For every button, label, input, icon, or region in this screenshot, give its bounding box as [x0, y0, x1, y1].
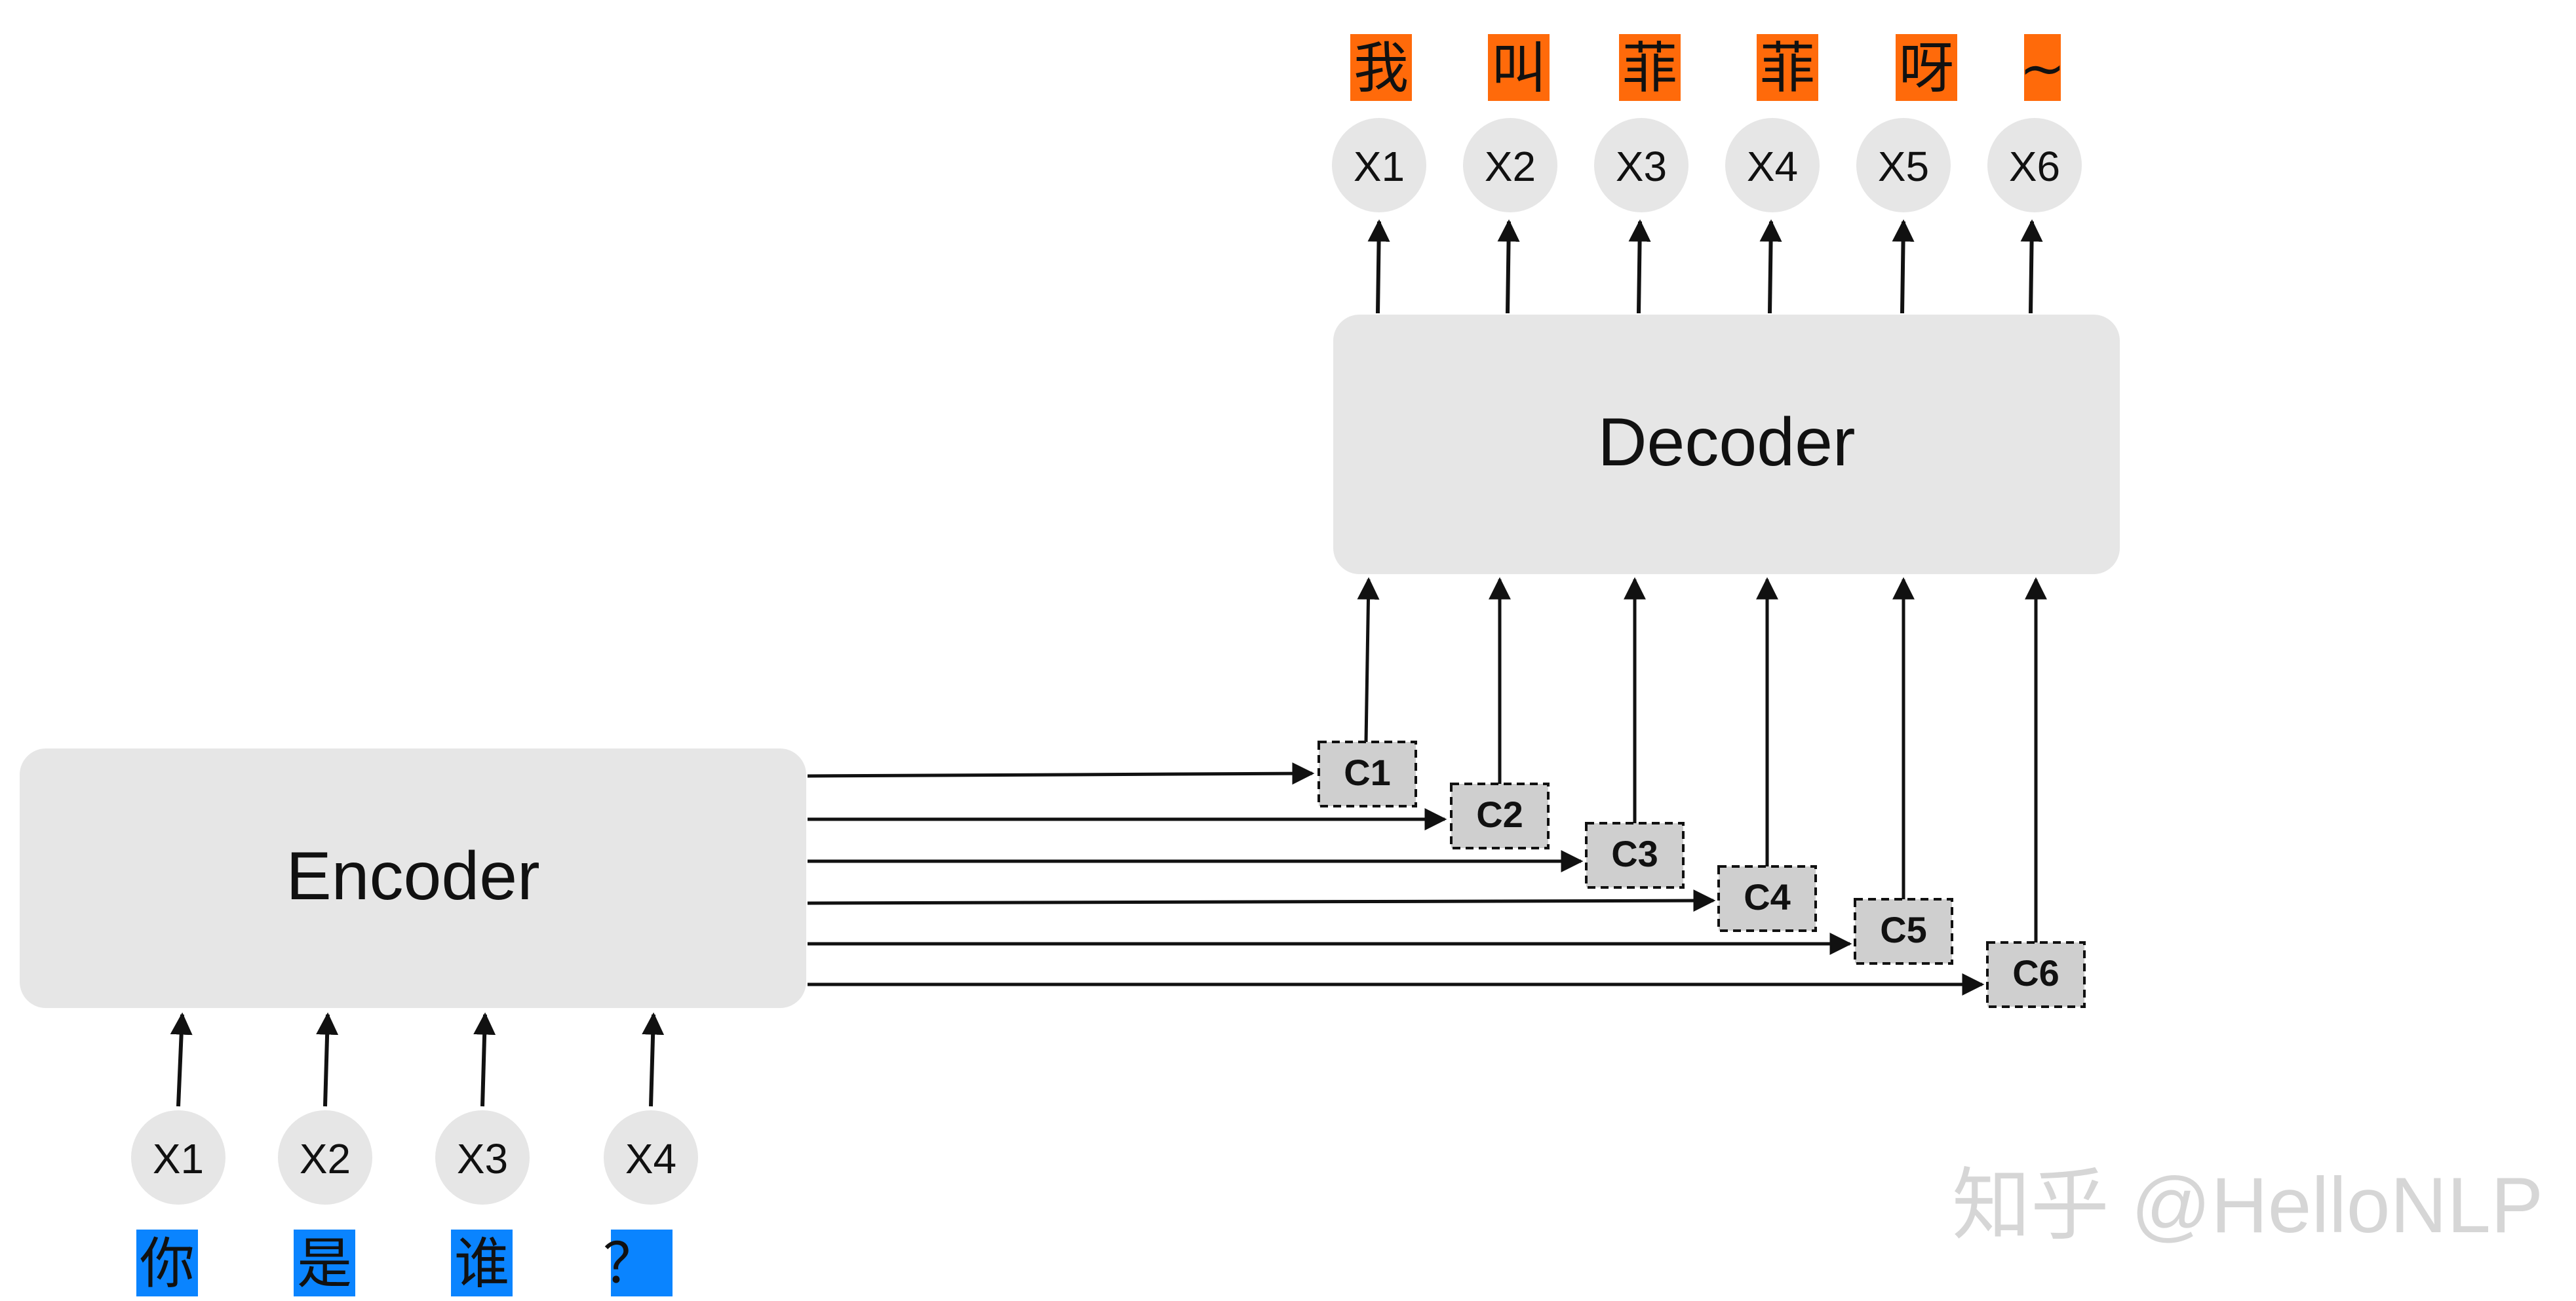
context-label: C1 [1344, 752, 1391, 793]
context-label: C4 [1744, 876, 1791, 918]
context-box-c3 [1585, 822, 1685, 889]
encoder-input-arrow [316, 1012, 339, 1107]
decoder-output-arrow [1892, 219, 1915, 314]
decoder-output-arrow [2020, 219, 2043, 314]
input-token-highlight [294, 1230, 355, 1296]
output-node-label: X5 [1878, 143, 1929, 190]
context-box-c5 [1854, 898, 1953, 965]
context-label: C5 [1880, 909, 1927, 950]
watermark: 知乎 @HelloNLP [1952, 1161, 2543, 1249]
context-arrow [807, 889, 1716, 912]
input-node-label: X1 [153, 1135, 204, 1182]
output-token: 呀 [1899, 36, 1954, 100]
output-node-circle [1987, 118, 2082, 212]
encoder-to-context-arrows [807, 762, 1985, 996]
output-node-label: X4 [1747, 143, 1798, 190]
encoder-input-nodes: X1 X2 X3 X4 [131, 1110, 698, 1205]
output-node-circle [1594, 118, 1688, 212]
output-token: 菲 [1622, 36, 1677, 100]
output-node-label: X6 [2009, 143, 2060, 190]
output-token: 我 [1354, 36, 1409, 100]
decoder-output-arrow [1497, 219, 1520, 314]
encoder-input-arrow [642, 1012, 665, 1107]
input-node-label: X3 [457, 1135, 508, 1182]
input-node-circle [278, 1110, 372, 1205]
input-token: 你 [140, 1232, 195, 1296]
decoder-output-arrow [1628, 219, 1651, 314]
encoder-box [20, 748, 806, 1008]
output-node-circle [1463, 118, 1557, 212]
context-box-c4 [1717, 865, 1817, 932]
input-node-label: X4 [625, 1135, 676, 1182]
context-label: C3 [1611, 833, 1658, 874]
output-node-label: X3 [1616, 143, 1667, 190]
output-token-highlight [1488, 34, 1550, 101]
output-token-highlight [1896, 34, 1957, 101]
context-to-decoder-arrows [1357, 577, 2047, 942]
context-box-c1 [1317, 741, 1417, 807]
output-node-circle [1856, 118, 1951, 212]
input-node-circle [604, 1110, 698, 1205]
encoder-input-tokens: 你 是 谁 ？ [136, 1230, 673, 1296]
output-token-highlight [1350, 34, 1412, 101]
input-node-label: X2 [300, 1135, 351, 1182]
input-token-highlight [136, 1230, 198, 1296]
decoder-output-nodes: X1 X2 X3 X4 X5 X6 [1332, 118, 2082, 212]
input-token: ？ [603, 1232, 658, 1296]
context-vectors: C1 C2 C3 C4 C5 C6 [1317, 741, 2086, 1008]
output-token: 菲 [1760, 36, 1815, 100]
encoder-input-arrow [170, 1012, 193, 1107]
decoder-output-arrow [1367, 219, 1390, 314]
output-node-label: X1 [1354, 143, 1405, 190]
decoder-output-tokens: 我 叫 菲 菲 呀 ~ [1350, 34, 2065, 101]
input-token: 谁 [454, 1232, 509, 1296]
output-token-highlight [2024, 34, 2061, 101]
encoder-input-arrows [170, 1012, 665, 1107]
input-token-highlight [451, 1230, 513, 1296]
output-node-circle [1332, 118, 1426, 212]
input-token-highlight [611, 1230, 673, 1296]
context-box-c6 [1986, 941, 2086, 1008]
input-node-circle [435, 1110, 530, 1205]
decoder-input-arrow [1357, 577, 1380, 743]
decoder-label: Decoder [1597, 404, 1855, 480]
context-label: C2 [1476, 794, 1523, 835]
context-box-c2 [1450, 783, 1550, 849]
input-node-circle [131, 1110, 225, 1205]
decoder-output-arrows [1367, 219, 2043, 314]
output-token-highlight [1619, 34, 1681, 101]
output-node-label: X2 [1485, 143, 1536, 190]
output-token: 叫 [1491, 36, 1546, 100]
decoder-box [1333, 315, 2120, 574]
encoder-label: Encoder [286, 838, 539, 914]
context-label: C6 [2012, 952, 2059, 994]
input-token: 是 [297, 1232, 352, 1296]
output-token: ~ [2020, 36, 2065, 100]
output-token-highlight [1757, 34, 1818, 101]
output-node-circle [1725, 118, 1820, 212]
context-arrow [807, 762, 1315, 785]
decoder-output-arrow [1759, 219, 1782, 314]
encoder-input-arrow [473, 1012, 496, 1107]
